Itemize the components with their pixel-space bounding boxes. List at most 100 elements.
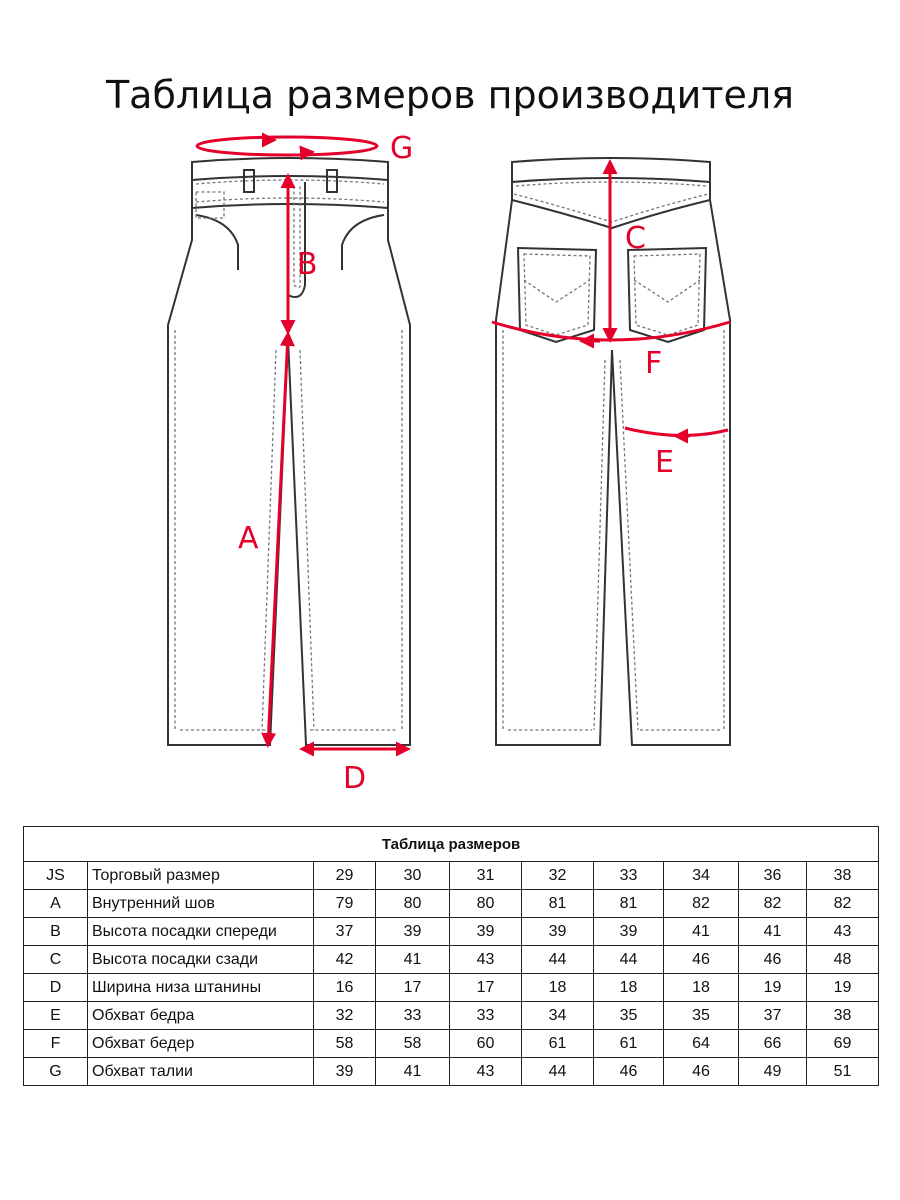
table-cell: 32 [313, 1001, 376, 1030]
table-cell: 38 [805, 861, 880, 890]
measure-d: D [299, 741, 411, 796]
table-cell: 43 [449, 1057, 522, 1086]
table-cell: 36 [738, 861, 807, 890]
table-cell: 46 [663, 1057, 739, 1086]
table-cell: 43 [805, 917, 880, 946]
row-name: Обхват талии [87, 1057, 314, 1086]
back-jeans-outline [495, 157, 731, 746]
table-cell: 58 [313, 1029, 376, 1058]
row-name: Ширина низа штанины [87, 973, 314, 1002]
table-cell: 82 [805, 889, 880, 918]
table-cell: 33 [593, 861, 664, 890]
table-cell: 61 [593, 1029, 664, 1058]
row-code: E [23, 1001, 88, 1030]
table-cell: 61 [521, 1029, 594, 1058]
measure-a: A [238, 331, 295, 748]
table-cell: 49 [738, 1057, 807, 1086]
size-table-caption: Таблица размеров [22, 826, 880, 862]
table-cell: 39 [449, 917, 522, 946]
row-name: Обхват бедра [87, 1001, 314, 1030]
table-cell: 41 [375, 1057, 450, 1086]
table-cell: 46 [738, 945, 807, 974]
measure-g: G [195, 131, 413, 166]
table-cell: 41 [738, 917, 807, 946]
table-cell: 42 [313, 945, 376, 974]
table-cell: 18 [593, 973, 664, 1002]
table-cell: 44 [521, 945, 594, 974]
table-cell: 46 [593, 1057, 664, 1086]
table-cell: 37 [738, 1001, 807, 1030]
table-cell: 81 [521, 889, 594, 918]
table-cell: 46 [663, 945, 739, 974]
measure-e: E [624, 426, 729, 480]
row-code: F [23, 1029, 88, 1058]
table-cell: 81 [593, 889, 664, 918]
label-d: D [343, 761, 366, 796]
table-cell: 16 [313, 973, 376, 1002]
table-cell: 41 [663, 917, 739, 946]
label-b: B [297, 247, 318, 282]
table-cell: 29 [313, 861, 376, 890]
table-cell: 48 [805, 945, 880, 974]
table-cell: 32 [521, 861, 594, 890]
row-name: Обхват бедер [87, 1029, 314, 1058]
size-table-caption-row: Таблица размеров [22, 826, 880, 862]
label-e: E [655, 445, 674, 480]
table-cell: 35 [593, 1001, 664, 1030]
table-cell: 44 [593, 945, 664, 974]
table-cell: 39 [593, 917, 664, 946]
table-cell: 60 [449, 1029, 522, 1058]
table-cell: 33 [449, 1001, 522, 1030]
table-cell: 79 [313, 889, 376, 918]
row-code: D [23, 973, 88, 1002]
row-name: Внутренний шов [87, 889, 314, 918]
table-cell: 17 [449, 973, 522, 1002]
table-cell: 17 [375, 973, 450, 1002]
jeans-diagram-svg: G B A D C F E [167, 131, 731, 796]
table-cell: 64 [663, 1029, 739, 1058]
table-cell: 37 [313, 917, 376, 946]
row-code: A [23, 889, 88, 918]
table-cell: 19 [738, 973, 807, 1002]
table-cell: 18 [521, 973, 594, 1002]
measure-c: C [602, 159, 646, 343]
table-cell: 18 [663, 973, 739, 1002]
row-code: B [23, 917, 88, 946]
jeans-measurement-diagram: G B A D C F E [0, 120, 900, 810]
table-cell: 41 [375, 945, 450, 974]
table-cell: 66 [738, 1029, 807, 1058]
label-g: G [390, 131, 413, 166]
table-cell: 38 [805, 1001, 880, 1030]
table-cell: 19 [805, 973, 880, 1002]
table-cell: 43 [449, 945, 522, 974]
table-cell: 82 [663, 889, 739, 918]
row-code: G [23, 1057, 88, 1086]
table-cell: 34 [663, 861, 739, 890]
row-name: Торговый размер [87, 861, 314, 890]
label-a: A [238, 521, 259, 556]
table-cell: 69 [805, 1029, 880, 1058]
measure-b: B [280, 173, 318, 335]
table-cell: 80 [449, 889, 522, 918]
table-cell: 39 [313, 1057, 376, 1086]
table-cell: 33 [375, 1001, 450, 1030]
table-cell: 51 [805, 1057, 880, 1086]
label-c: C [625, 221, 646, 256]
measure-f: F [491, 320, 731, 381]
table-cell: 44 [521, 1057, 594, 1086]
row-code: C [23, 945, 88, 974]
table-cell: 39 [521, 917, 594, 946]
row-name: Высота посадки сзади [87, 945, 314, 974]
page-title: Таблица размеров производителя [105, 73, 795, 118]
